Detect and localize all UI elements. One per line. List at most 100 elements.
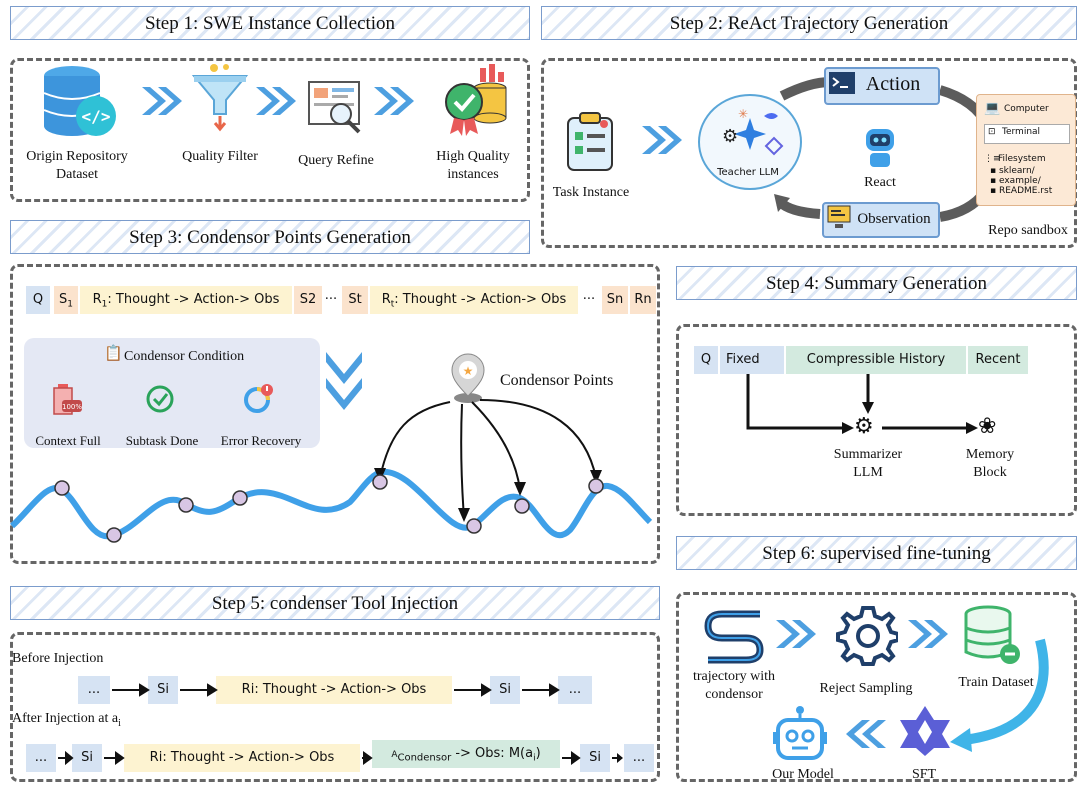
state-token-sn: Sn bbox=[602, 286, 628, 314]
fixed-token: Fixed bbox=[720, 346, 784, 374]
train-database-icon bbox=[964, 605, 1020, 664]
chevron-right-icon bbox=[776, 620, 816, 648]
llm-logos-icon: ⚙ ✳ bbox=[722, 107, 784, 156]
after-injection-label: After Injection at ai bbox=[12, 711, 121, 729]
battery-full-icon: 100% bbox=[53, 384, 82, 415]
step1-title: Step 1: SWE Instance Collection bbox=[144, 13, 396, 34]
action-label: Action bbox=[865, 73, 921, 95]
point-arrow bbox=[471, 401, 521, 491]
step3-panel bbox=[10, 264, 660, 564]
file-item: ▪ sklearn/ bbox=[990, 166, 1035, 176]
reasoning-token-rn: Rn bbox=[630, 286, 656, 314]
step6-title: Step 6: supervised fine-tuning bbox=[762, 543, 991, 564]
si-token: Si bbox=[490, 676, 520, 704]
repo-sandbox-label: Repo sandbox bbox=[988, 223, 1068, 238]
trajectory-point bbox=[178, 497, 194, 513]
svg-text:✳: ✳ bbox=[738, 107, 748, 121]
ellipsis-token: ... bbox=[558, 676, 592, 704]
condensor-point bbox=[514, 498, 530, 514]
quality-badge-icon bbox=[445, 64, 507, 136]
reasoning-token-r1: R1: Thought -> Action-> Obs bbox=[80, 286, 292, 314]
observation-label: Observation bbox=[857, 211, 931, 227]
react-label: React bbox=[864, 175, 896, 190]
trajectory-wave bbox=[10, 399, 653, 543]
svg-text:</>: </> bbox=[82, 107, 111, 126]
ri-token: Ri: Thought -> Action-> Obs bbox=[124, 744, 360, 772]
filesystem-label: Filesystem bbox=[998, 154, 1046, 164]
ellipsis: ··· bbox=[324, 292, 338, 307]
terminal-row bbox=[984, 124, 1070, 144]
state-token-s1: S1 bbox=[54, 286, 78, 314]
ri-token: Ri: Thought -> Action-> Obs bbox=[216, 676, 452, 704]
terminal-label: Terminal bbox=[1002, 127, 1041, 137]
recent-token: Recent bbox=[968, 346, 1028, 374]
step2-title: Step 2: ReAct Trajectory Generation bbox=[669, 13, 949, 34]
summary-arrows bbox=[746, 374, 978, 434]
query-token: Q bbox=[26, 286, 50, 314]
ellipsis: ··· bbox=[582, 292, 596, 307]
step3-banner: Step 3: Condensor Points Generation bbox=[10, 220, 530, 254]
condensor-action-token: ACondensor -> Obs: M(ai) bbox=[372, 740, 560, 768]
si-token: Si bbox=[148, 676, 178, 704]
summarizer-llm-label: Summarizer LLM bbox=[833, 447, 903, 480]
chevron-right-icon bbox=[256, 87, 296, 115]
task-instance-label: Task Instance bbox=[552, 185, 630, 200]
context-badge-text: 100% bbox=[62, 403, 82, 411]
quality-filter-label: Quality Filter bbox=[182, 149, 258, 164]
error-recovery-icon bbox=[244, 384, 273, 413]
terminal-prompt-icon: ⊡ bbox=[988, 127, 996, 137]
reasoning-token-rt: Rt: Thought -> Action-> Obs bbox=[370, 286, 578, 314]
monitor-icon bbox=[827, 205, 851, 228]
state-token-s2: S2 bbox=[294, 286, 322, 314]
train-dataset-label: Train Dataset bbox=[958, 675, 1034, 690]
step1-banner: Step 1: SWE Instance Collection bbox=[10, 6, 530, 40]
step2-banner: Step 2: ReAct Trajectory Generation bbox=[541, 6, 1077, 40]
task-clipboard-icon bbox=[567, 112, 613, 171]
condensor-point bbox=[466, 518, 482, 534]
chevron-right-icon bbox=[142, 87, 182, 115]
filesystem-icon: ⋮≡ bbox=[984, 154, 1001, 164]
point-arrow bbox=[379, 401, 451, 479]
high-quality-label: High Quality instances bbox=[436, 149, 510, 182]
sft-label: SFT bbox=[911, 767, 937, 782]
ellipsis-token: ... bbox=[26, 744, 56, 772]
si-token: Si bbox=[580, 744, 610, 772]
trajectory-point bbox=[106, 527, 122, 543]
query-token: Q bbox=[694, 346, 718, 374]
chevron-right-icon bbox=[642, 126, 682, 154]
file-item: ▪ example/ bbox=[990, 176, 1041, 186]
step1-panel bbox=[10, 58, 530, 202]
reject-sampling-label: Reject Sampling bbox=[819, 681, 913, 696]
gear-icon bbox=[836, 606, 898, 666]
trajectory-label: trajectory with condensor bbox=[692, 669, 776, 702]
openai-logo-icon: ⚙ bbox=[854, 414, 874, 439]
step4-panel bbox=[676, 324, 1077, 516]
terminal-icon bbox=[829, 72, 855, 94]
computer-label: Computer bbox=[1004, 104, 1049, 114]
origin-dataset-label: Origin Repository Dataset bbox=[26, 149, 128, 182]
step4-title: Step 4: Summary Generation bbox=[765, 273, 988, 294]
point-arrow bbox=[479, 399, 597, 479]
compressible-token: Compressible History bbox=[786, 346, 966, 374]
step5-title: Step 5: condenser Tool Injection bbox=[211, 593, 459, 614]
step6-panel bbox=[676, 592, 1077, 782]
chevron-right-icon bbox=[374, 87, 414, 115]
file-item: ▪ README.rst bbox=[990, 186, 1053, 196]
curved-arrow-icon bbox=[950, 638, 1049, 752]
condensor-points-label: Condensor Points bbox=[500, 372, 614, 389]
trajectory-path-icon bbox=[704, 610, 764, 664]
before-injection-label: Before Injection bbox=[12, 651, 104, 666]
computer-icon: 💻 bbox=[984, 101, 1001, 116]
step5-panel bbox=[10, 632, 660, 782]
svg-text:⚙: ⚙ bbox=[722, 126, 738, 147]
brain-icon: ❀ bbox=[978, 414, 997, 439]
si-token: Si bbox=[72, 744, 102, 772]
database-code-icon: </> bbox=[43, 66, 116, 136]
location-pin-icon: ★ bbox=[451, 353, 485, 403]
file-name: README.rst bbox=[998, 186, 1053, 196]
our-model-label: Our Model bbox=[772, 767, 834, 782]
sft-star-logo-icon bbox=[900, 706, 950, 756]
svg-text:★: ★ bbox=[463, 364, 474, 378]
condition-title: Condensor Condition bbox=[124, 349, 245, 364]
memory-block-label: Memory Block bbox=[965, 447, 1015, 480]
